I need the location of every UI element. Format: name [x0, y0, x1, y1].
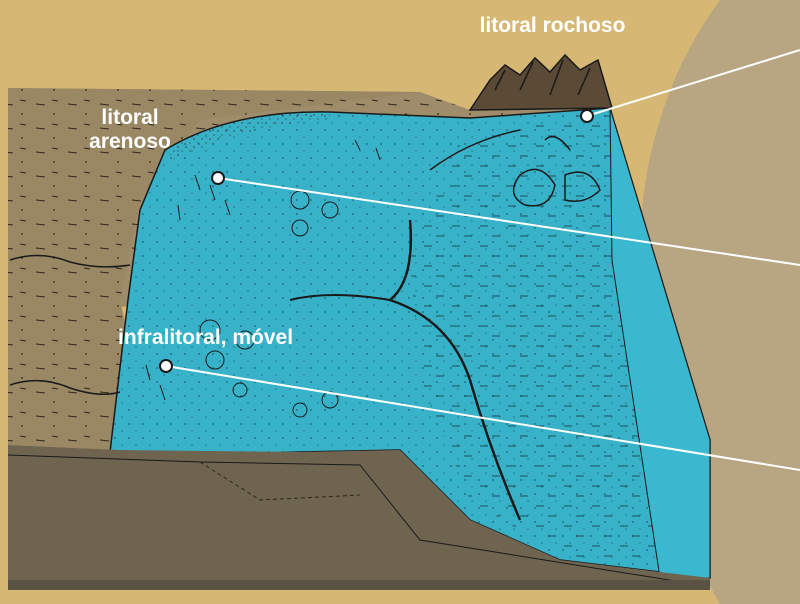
label-infralittoral: infralitoral, móvel	[118, 326, 358, 350]
label-rocky-shore: litoral rochoso	[430, 14, 675, 38]
label-sandy-line2: arenoso	[60, 130, 200, 154]
marker-rocky	[581, 110, 593, 122]
marker-sandy	[212, 172, 224, 184]
marker-infralittoral	[160, 360, 172, 372]
label-sandy-shore: litoral arenoso	[60, 106, 200, 154]
label-sandy-line1: litoral	[60, 106, 200, 130]
front-base	[8, 580, 710, 590]
